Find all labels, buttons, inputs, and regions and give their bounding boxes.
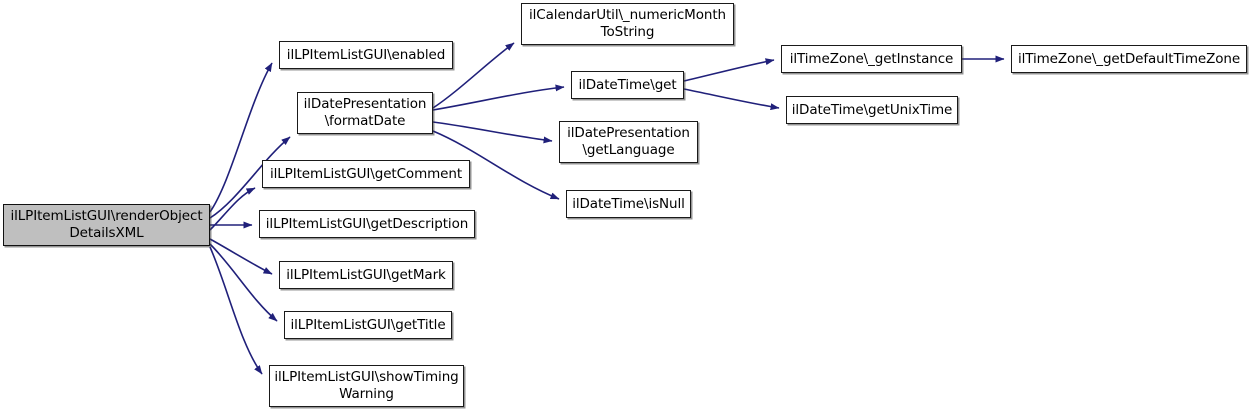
graph-node-label-showTimingWarning: ilLPItemListGUI\showTiming Warning	[274, 369, 459, 402]
graph-node-label-enabled: ilLPItemListGUI\enabled	[286, 46, 446, 63]
graph-node-getTitle[interactable]: ilLPItemListGUI\getTitle	[284, 311, 452, 339]
call-edge-renderObjectDetailsXML-to-enabled	[209, 62, 273, 213]
graph-node-label-renderObjectDetailsXML: ilLPItemListGUI\renderObject DetailsXML	[10, 208, 203, 241]
edges-group	[209, 42, 1005, 375]
graph-node-label-getUnixTime: ilDateTime\getUnixTime	[791, 101, 953, 118]
graph-node-renderObjectDetailsXML[interactable]: ilLPItemListGUI\renderObject DetailsXML	[3, 204, 210, 246]
graph-node-getUnixTime[interactable]: ilDateTime\getUnixTime	[786, 96, 958, 124]
graph-node-getLanguage[interactable]: ilDatePresentation \getLanguage	[559, 121, 698, 163]
graph-node-getInstance[interactable]: ilTimeZone\_getInstance	[781, 45, 962, 73]
graph-node-getComment[interactable]: ilLPItemListGUI\getComment	[262, 160, 470, 188]
call-edge-renderObjectDetailsXML-to-formatDate	[209, 136, 291, 219]
call-edge-renderObjectDetailsXML-to-showTimingWarning	[209, 246, 263, 375]
graph-node-getDefaultTimeZone[interactable]: ilTimeZone\_getDefaultTimeZone	[1011, 45, 1247, 73]
graph-node-label-getDescription: ilLPItemListGUI\getDescription	[265, 215, 469, 232]
call-edge-formatDate-to-numericMonthToString	[432, 42, 515, 109]
graph-node-label-isNull: ilDateTime\isNull	[572, 195, 685, 212]
call-edge-renderObjectDetailsXML-to-getMark	[209, 238, 273, 275]
graph-node-label-getMark: ilLPItemListGUI\getMark	[286, 266, 446, 283]
call-edge-formatDate-to-isNull	[432, 130, 560, 200]
graph-node-showTimingWarning[interactable]: ilLPItemListGUI\showTiming Warning	[269, 365, 464, 407]
call-edge-renderObjectDetailsXML-to-getComment	[209, 187, 256, 231]
graph-node-get[interactable]: ilDateTime\get	[571, 71, 684, 99]
call-edge-formatDate-to-get	[432, 84, 565, 111]
call-edge-formatDate-to-getLanguage	[432, 121, 553, 144]
graph-node-label-formatDate: ilDatePresentation \formatDate	[303, 96, 427, 129]
graph-node-getDescription[interactable]: ilLPItemListGUI\getDescription	[259, 210, 475, 238]
graph-node-label-getInstance: ilTimeZone\_getInstance	[789, 50, 954, 67]
graph-node-label-getTitle: ilLPItemListGUI\getTitle	[290, 316, 446, 333]
graph-node-getMark[interactable]: ilLPItemListGUI\getMark	[279, 261, 453, 289]
graph-node-label-getDefaultTimeZone: ilTimeZone\_getDefaultTimeZone	[1017, 50, 1241, 67]
graph-node-enabled[interactable]: ilLPItemListGUI\enabled	[279, 41, 453, 69]
graph-node-numericMonthToString[interactable]: ilCalendarUtil\_numericMonth ToString	[521, 3, 734, 45]
graph-node-label-getLanguage: ilDatePresentation \getLanguage	[567, 125, 690, 158]
graph-node-label-get: ilDateTime\get	[578, 76, 677, 93]
graph-node-formatDate[interactable]: ilDatePresentation \formatDate	[297, 92, 433, 134]
graph-node-label-numericMonthToString: ilCalendarUtil\_numericMonth ToString	[529, 7, 726, 40]
graph-node-isNull[interactable]: ilDateTime\isNull	[566, 190, 691, 218]
call-edge-get-to-getUnixTime	[683, 88, 780, 111]
call-edge-get-to-getInstance	[683, 58, 775, 82]
graph-node-label-getComment: ilLPItemListGUI\getComment	[269, 165, 463, 182]
call-edge-renderObjectDetailsXML-to-getTitle	[209, 243, 278, 322]
